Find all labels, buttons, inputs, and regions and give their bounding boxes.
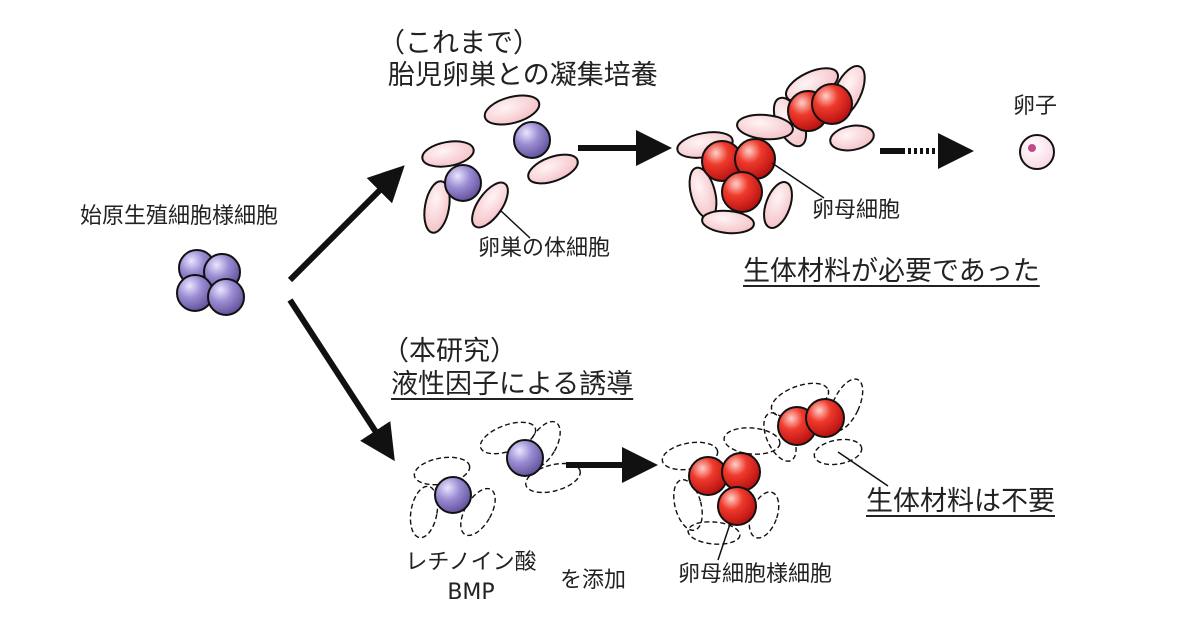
study-method-paren: （本研究） — [382, 336, 517, 367]
prior-method-title: 胎児卵巣との凝集培養 — [388, 60, 658, 91]
bottom-aggregate-1 — [409, 420, 581, 539]
prior-requirement-note: 生体材料が必要であった — [743, 256, 1040, 287]
factor-retinoic-acid: レチノイン酸 — [405, 550, 537, 575]
top-aggregate-2 — [676, 65, 875, 235]
bottom-aggregate-2 — [661, 378, 889, 561]
egg-cell — [1019, 134, 1055, 170]
top-aggregate-1 — [421, 94, 579, 239]
branch-arrow-up — [287, 165, 405, 283]
oocyte-label: 卵母細胞 — [812, 198, 901, 223]
ovarian-somatic-label: 卵巣の体細胞 — [478, 236, 611, 261]
pgc-cluster — [176, 249, 245, 316]
add-label: を添加 — [560, 568, 627, 593]
oocyte-like-label: 卵母細胞様細胞 — [678, 562, 833, 587]
study-method-title: 液性因子による誘導 — [391, 369, 634, 400]
prior-method-paren: （これまで） — [378, 28, 540, 59]
study-requirement-note: 生体材料は不要 — [866, 486, 1055, 517]
egg-label: 卵子 — [1013, 94, 1058, 119]
factor-bmp: BMP — [447, 580, 495, 605]
pgc-label: 始原生殖細胞様細胞 — [80, 204, 279, 229]
branch-arrow-down — [287, 298, 395, 462]
